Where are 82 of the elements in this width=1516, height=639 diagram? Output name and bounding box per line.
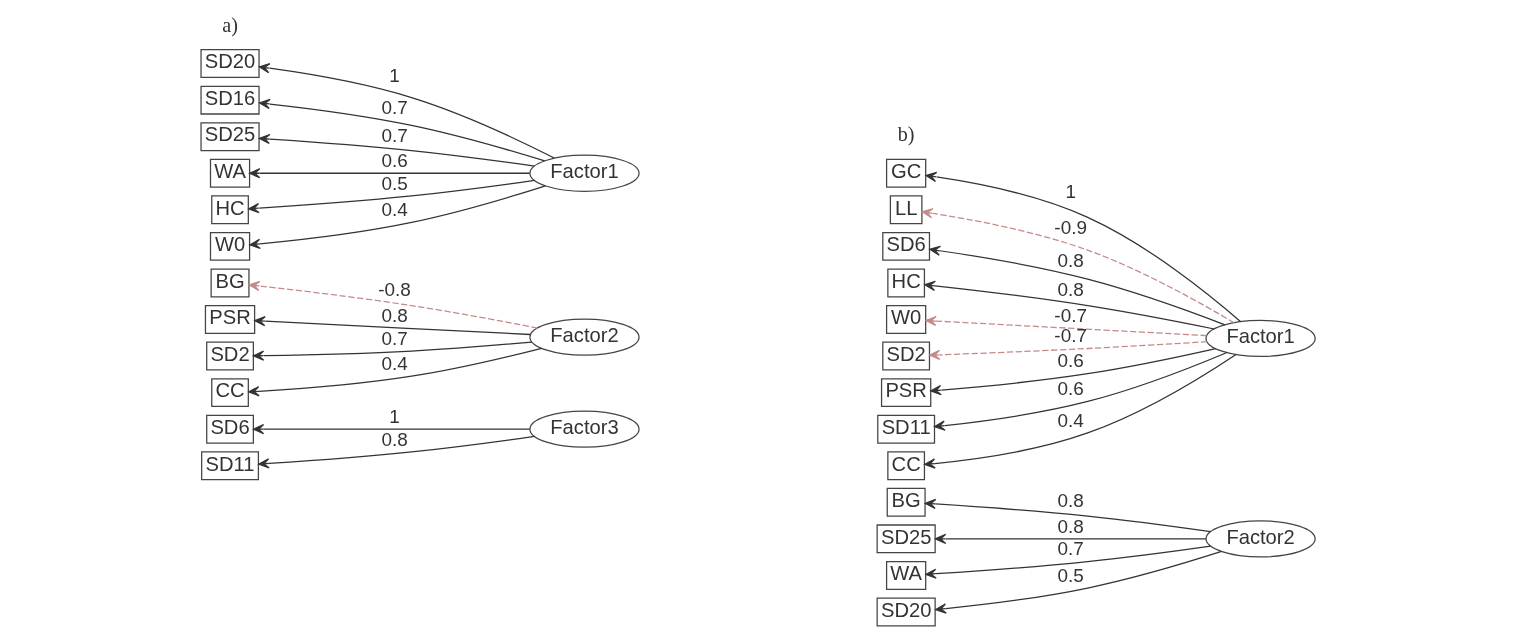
node-box: BG xyxy=(886,487,926,517)
node-ellipse: Factor2 xyxy=(1205,520,1316,558)
label: a) xyxy=(222,13,238,36)
arrow xyxy=(258,63,555,159)
node-box: SD6 xyxy=(206,414,254,444)
arrow xyxy=(258,133,536,167)
node-box: SD25 xyxy=(876,524,936,554)
node-box: CC xyxy=(887,451,926,481)
node-box: SD20 xyxy=(876,597,936,627)
edge-label: -0.9 xyxy=(1054,216,1087,238)
edge-label: 0.8 xyxy=(1057,278,1084,300)
edge-label: 1 xyxy=(1065,181,1076,203)
arrow xyxy=(259,98,546,162)
edge-label: 0.7 xyxy=(381,124,408,146)
node-box: WA xyxy=(209,158,251,188)
node-box: W0 xyxy=(885,305,927,334)
edge-label: 0.6 xyxy=(1057,350,1084,372)
edge-label: -0.8 xyxy=(378,278,411,300)
node-box: SD6 xyxy=(882,231,931,261)
edge-label: 0.6 xyxy=(1057,378,1084,400)
arrow xyxy=(921,208,1235,324)
node-box: SD16 xyxy=(200,85,260,115)
arrow xyxy=(935,550,1223,614)
node-ellipse: Factor2 xyxy=(529,318,640,356)
edge-label: -0.7 xyxy=(1054,325,1087,347)
arrow xyxy=(924,280,1215,330)
edge-label: 0.8 xyxy=(1057,249,1084,271)
arrow xyxy=(252,424,531,435)
node-box: SD25 xyxy=(200,122,260,152)
arrow xyxy=(248,280,539,329)
node-box: PSR xyxy=(204,305,256,334)
arrow xyxy=(924,498,1212,533)
edge-label: 0.7 xyxy=(1057,538,1084,560)
edge-label: -0.7 xyxy=(1054,305,1087,327)
node-ellipse: Factor1 xyxy=(1205,319,1316,358)
node-box: SD11 xyxy=(201,451,260,481)
node-ellipse: Factor1 xyxy=(529,154,640,192)
label: b) xyxy=(897,123,915,146)
arrow xyxy=(254,316,532,336)
node-ellipse: Factor3 xyxy=(529,410,640,448)
arrow xyxy=(929,245,1226,326)
arrow xyxy=(248,179,536,214)
node-box: GC xyxy=(885,158,927,188)
arrow xyxy=(925,315,1208,337)
edge-label: 0.4 xyxy=(381,352,408,374)
edge-label: 0.8 xyxy=(1057,490,1084,512)
node-box: SD20 xyxy=(200,49,260,79)
arrow xyxy=(925,545,1212,579)
node-box: HC xyxy=(211,195,249,225)
edge-label: 0.4 xyxy=(1057,409,1084,431)
arrow xyxy=(249,185,547,250)
node-box: LL xyxy=(889,195,923,225)
node-box: SD11 xyxy=(877,414,936,444)
edge-label: 0.8 xyxy=(1057,515,1084,537)
edge-label: 0.8 xyxy=(381,305,408,327)
arrow xyxy=(934,533,1207,545)
node-box: SD2 xyxy=(882,341,931,371)
edge-label: 0.7 xyxy=(381,97,408,118)
arrow xyxy=(929,341,1208,361)
node-box: WA xyxy=(885,560,927,590)
arrow xyxy=(258,435,536,469)
edge-label: 0.5 xyxy=(381,172,408,194)
arrow xyxy=(930,347,1217,396)
arrow xyxy=(248,347,543,397)
edge-label: 0.4 xyxy=(381,199,408,221)
node-box: PSR xyxy=(880,378,932,408)
edge-label: 0.8 xyxy=(381,428,408,450)
node-box: CC xyxy=(211,378,249,408)
edge-label: 0.6 xyxy=(381,149,408,171)
edge-label: 1 xyxy=(389,65,400,87)
edge-label: 0.7 xyxy=(381,327,408,349)
node-box: BG xyxy=(210,268,250,298)
arrow xyxy=(924,353,1237,469)
node-box: HC xyxy=(887,268,926,298)
node-box: W0 xyxy=(209,231,251,261)
node-box: SD2 xyxy=(206,341,254,371)
edge-label: 1 xyxy=(389,405,400,427)
arrow xyxy=(925,171,1242,323)
arrow xyxy=(249,168,531,179)
arrow xyxy=(934,351,1228,431)
edge-label: 0.5 xyxy=(1057,564,1084,586)
arrow xyxy=(252,341,533,361)
